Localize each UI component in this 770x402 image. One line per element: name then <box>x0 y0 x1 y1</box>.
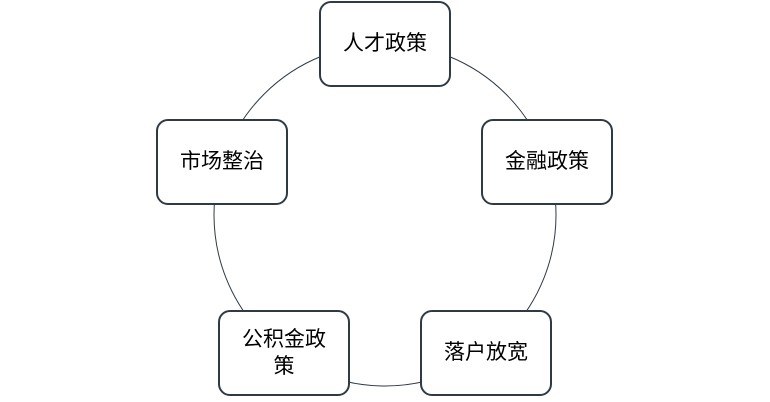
node-market-rectification: 市场整治 <box>156 119 288 205</box>
node-label: 市场整治 <box>180 149 264 174</box>
node-label: 人才政策 <box>343 31 427 56</box>
node-label: 金融政策 <box>505 149 589 174</box>
node-housing-fund-policy: 公积金政策 <box>218 310 350 396</box>
node-label: 落户放宽 <box>444 340 528 365</box>
node-financial-policy: 金融政策 <box>481 119 613 205</box>
node-household-registration-relaxation: 落户放宽 <box>420 310 552 396</box>
node-label: 公积金政策 <box>242 326 326 378</box>
node-talent-policy: 人才政策 <box>319 1 451 87</box>
